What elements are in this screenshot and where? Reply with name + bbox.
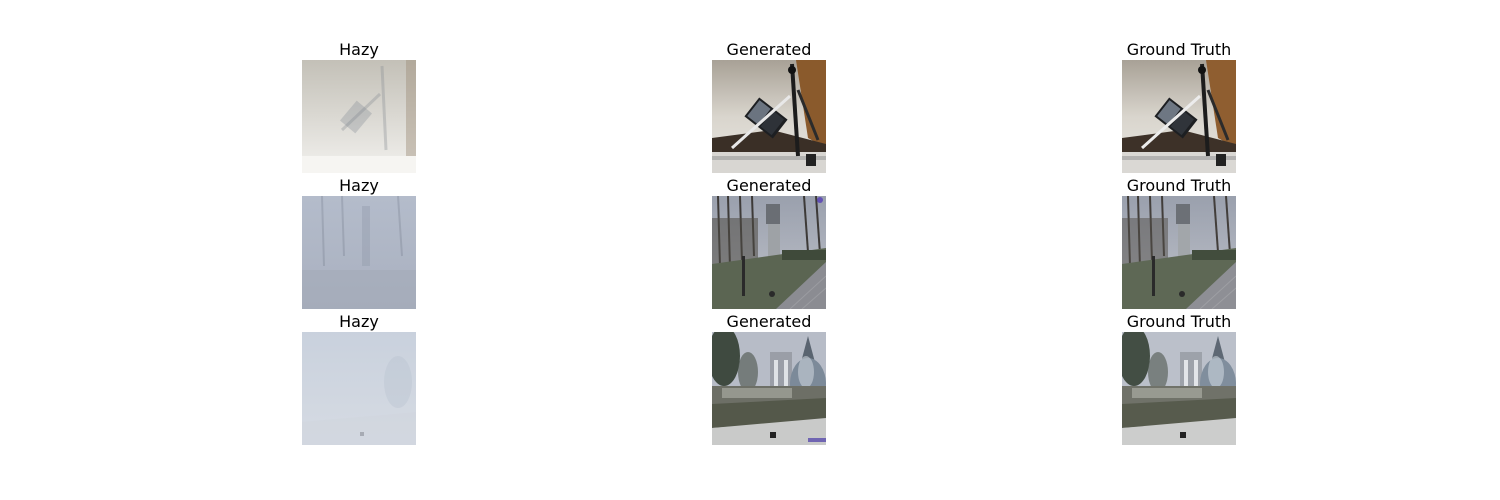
panel-ground-truth-row-1: Ground Truth — [1122, 38, 1236, 173]
ground-truth-garden-image — [1122, 332, 1236, 445]
panel-title: Ground Truth — [1126, 176, 1232, 195]
panel-ground-truth-row-3: Ground Truth — [1122, 310, 1236, 445]
panel-generated-row-1: Generated — [712, 38, 826, 173]
panel-generated-row-3: Generated — [712, 310, 826, 445]
generated-telescope-image — [712, 60, 826, 173]
generated-garden-image — [712, 332, 826, 445]
panel-generated-row-2: Generated — [712, 174, 826, 309]
panel-hazy-row-2: Hazy — [302, 174, 416, 309]
panel-title: Ground Truth — [1126, 312, 1232, 331]
panel-hazy-row-1: Hazy — [302, 38, 416, 173]
ground-truth-park-statue-image — [1122, 196, 1236, 309]
hazy-garden-image — [302, 332, 416, 445]
panel-title: Hazy — [339, 312, 379, 331]
panel-title: Generated — [726, 40, 812, 59]
panel-ground-truth-row-2: Ground Truth — [1122, 174, 1236, 309]
panel-hazy-row-3: Hazy — [302, 310, 416, 445]
panel-title: Hazy — [339, 176, 379, 195]
panel-title: Ground Truth — [1126, 40, 1232, 59]
hazy-telescope-image — [302, 60, 416, 173]
panel-title: Generated — [726, 176, 812, 195]
hazy-park-statue-image — [302, 196, 416, 309]
panel-title: Generated — [726, 312, 812, 331]
generated-park-statue-image — [712, 196, 826, 309]
ground-truth-telescope-image — [1122, 60, 1236, 173]
panel-title: Hazy — [339, 40, 379, 59]
